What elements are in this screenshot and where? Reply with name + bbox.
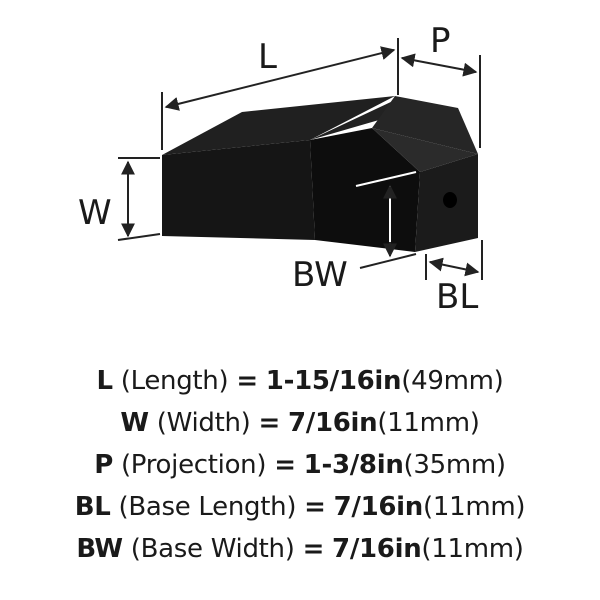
spec-abbr: BW <box>76 534 123 564</box>
spec-row-projection: P (Projection) = 1-3/8in(35mm) <box>0 444 600 486</box>
spec-metric: (11mm) <box>377 408 480 438</box>
spec-name: (Length) <box>120 366 229 396</box>
spec-equals: = <box>236 366 258 396</box>
spec-abbr: L <box>96 366 114 396</box>
dimension-length: L <box>161 37 399 150</box>
spec-metric: (49mm) <box>401 366 504 396</box>
spec-row-width: W (Width) = 7/16in(11mm) <box>0 402 600 444</box>
spec-row-length: L (Length) = 1-15/16in(49mm) <box>0 360 600 402</box>
spec-value: 7/16in <box>287 408 378 438</box>
spec-name: (Base Length) <box>118 492 297 522</box>
spec-metric: (11mm) <box>423 492 526 522</box>
spec-name: (Projection) <box>120 450 267 480</box>
spec-name: (Width) <box>156 408 251 438</box>
cross-inner-face <box>310 128 420 252</box>
bar-left-front-face <box>162 140 315 240</box>
spec-abbr: P <box>94 450 113 480</box>
width-label: W <box>78 193 112 233</box>
dimension-projection: P <box>400 21 481 148</box>
spec-value: 1-15/16in <box>265 366 402 396</box>
base-length-arrow <box>428 257 480 277</box>
base-width-label: BW <box>292 255 348 295</box>
spec-equals: = <box>304 492 326 522</box>
spec-equals: = <box>302 534 325 564</box>
spec-row-base-length: BL (Base Length) = 7/16in(11mm) <box>0 486 600 528</box>
spec-value: 7/16in <box>332 534 422 564</box>
length-arrow <box>164 46 396 111</box>
length-label: L <box>258 37 277 77</box>
spec-name: (Base Width) <box>130 534 295 564</box>
dimension-width: W <box>78 157 161 241</box>
specifications-list: L (Length) = 1-15/16in(49mm) W (Width) =… <box>0 360 600 570</box>
spec-abbr: BL <box>74 492 111 522</box>
dimension-base-length: BL <box>425 240 483 317</box>
projection-label: P <box>430 21 451 61</box>
spec-abbr: W <box>120 408 149 438</box>
spec-metric: (35mm) <box>403 450 507 480</box>
spec-row-base-width: BW (Base Width) = 7/16in(11mm) <box>0 528 600 570</box>
spec-equals: = <box>258 408 280 438</box>
spec-equals: = <box>274 450 296 480</box>
projection-arrow <box>400 53 478 77</box>
spec-metric: (11mm) <box>421 534 524 564</box>
t-bar-hardware <box>162 96 478 252</box>
bar-top-face-left <box>162 96 395 155</box>
spec-value: 7/16in <box>333 492 424 522</box>
base-length-label: BL <box>436 277 478 317</box>
spec-value: 1-3/8in <box>303 450 404 480</box>
cross-top-face <box>372 96 478 154</box>
dimension-base-width: BW <box>292 171 417 295</box>
base-side-face <box>372 128 478 172</box>
screw-hole <box>443 192 457 208</box>
product-diagram: L P W BW BL <box>78 21 483 317</box>
